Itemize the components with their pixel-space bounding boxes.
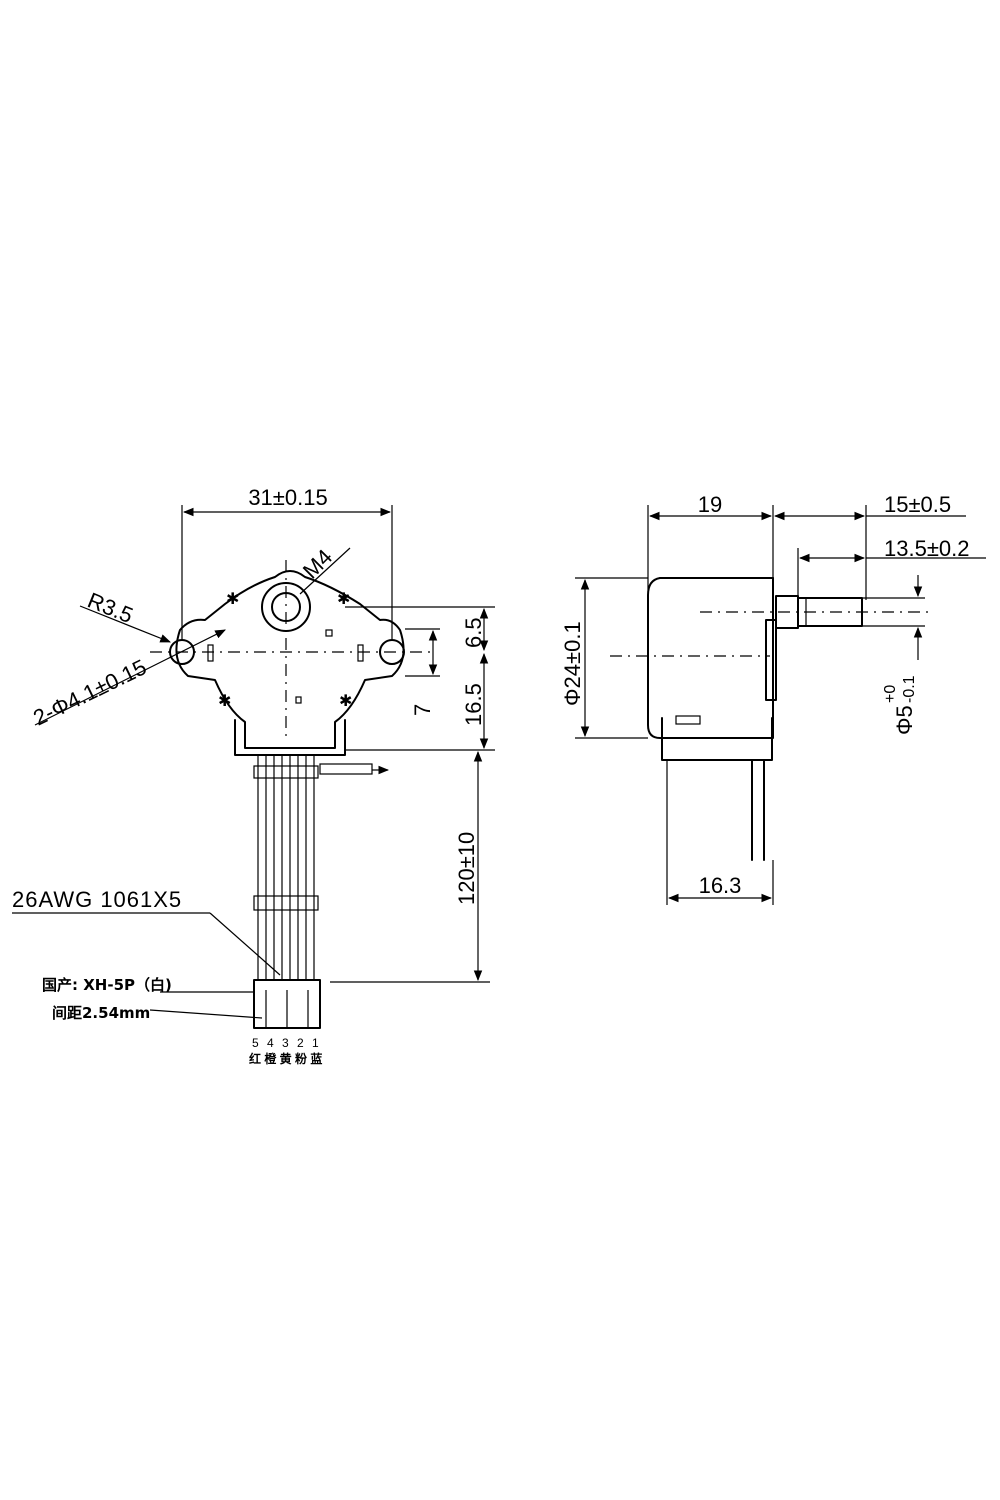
slot-left — [207, 644, 214, 662]
screw-mark-3: ✱ — [218, 693, 231, 710]
screw-mark-2: ✱ — [337, 591, 350, 608]
screw-mark-1: ✱ — [226, 591, 239, 608]
thread-label: M4 — [298, 544, 337, 583]
wire-bundle — [253, 755, 319, 980]
radius-label: R3.5 — [84, 587, 136, 628]
hole-label: 2-Φ4.1±0.15 — [29, 654, 150, 730]
slot-right — [357, 644, 364, 662]
side-bracket — [661, 717, 773, 761]
dim-16-5: 16.5 — [461, 683, 486, 726]
pitch-label: 间距2.54mm — [52, 1004, 150, 1022]
dim-body-length: 19 — [698, 492, 722, 517]
dim-flat-length: 13.5±0.2 — [884, 536, 969, 561]
dim-width: 31±0.15 — [248, 485, 327, 510]
side-body-outline — [647, 577, 774, 739]
dim-6-5: 6.5 — [461, 617, 486, 648]
pin-3: 3 — [282, 1036, 289, 1050]
pin-4: 4 — [267, 1036, 274, 1050]
small-mark — [325, 629, 333, 637]
dim-shaft-length: 15±0.5 — [884, 492, 951, 517]
dim-7: 7 — [410, 704, 435, 716]
pin-5: 5 — [252, 1036, 259, 1050]
side-flange — [765, 619, 777, 701]
motor-body-outline — [175, 570, 405, 749]
dim-shaft-diameter: Φ5 — [892, 705, 917, 735]
connector-label: 国产: XH-5P（白) — [42, 976, 172, 994]
dim-shaft-tol-lower: -0.1 — [901, 675, 918, 703]
screw-mark-4: ✱ — [339, 693, 352, 710]
dim-shaft-tol-upper: +0 — [882, 685, 899, 703]
dim-body-diameter: Φ24±0.1 — [560, 621, 585, 706]
front-view: ✱ ✱ ✱ ✱ 31±0.15 M4 R3.5 2-Φ4.1±0.15 7 6.… — [12, 485, 495, 1066]
wire-tag — [319, 763, 373, 775]
side-view: 19 15±0.5 13.5±0.2 Φ24±0.1 Φ5 +0 -0.1 16… — [560, 492, 986, 905]
small-mark-2 — [295, 696, 302, 704]
dim-bracket-length: 16.3 — [699, 873, 742, 898]
pin-2: 2 — [297, 1036, 304, 1050]
dim-wire-length: 120±10 — [454, 832, 479, 905]
wire-spec: 26AWG 1061X5 — [12, 887, 182, 912]
pin-colors: 红 橙 黄 粉 蓝 — [249, 1051, 322, 1066]
bracket-outline — [234, 719, 346, 756]
pin-1: 1 — [312, 1036, 319, 1050]
